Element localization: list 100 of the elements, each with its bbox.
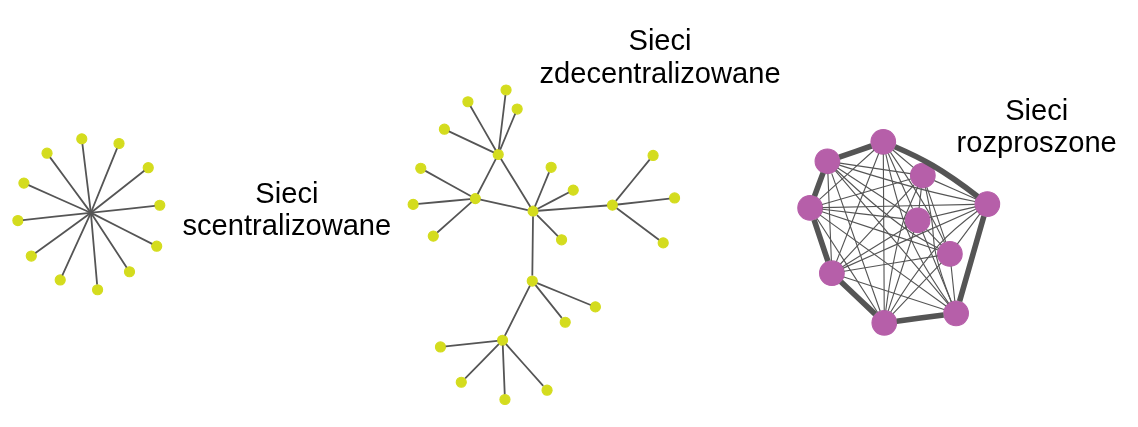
node-circle [657,237,669,249]
node-circle [819,260,845,287]
connector [956,215,987,302]
node-circle [415,162,427,174]
node-circle [113,137,125,150]
connector [811,218,831,263]
connector [837,167,908,214]
connector [839,162,911,175]
connector [839,184,915,265]
connector [811,171,826,198]
connector [500,158,532,208]
connector [831,172,881,312]
connector [885,186,919,311]
connector [476,158,497,195]
connector [424,169,472,197]
connector [889,151,946,244]
connector [838,143,873,160]
node-circle [91,284,104,296]
node-circle [904,207,931,234]
connector [843,255,939,272]
connector [835,153,880,262]
connector [501,344,506,395]
connector [896,312,944,324]
node-circle [12,215,24,227]
node-circle [151,240,163,252]
node-circle [25,250,37,262]
node-circle [492,148,504,161]
connector [838,164,976,203]
connector [537,204,608,212]
node-circle [154,199,166,211]
node-circle [567,184,579,196]
connector [531,215,534,277]
node-circle [54,274,66,286]
connector [536,282,592,306]
node-circle [797,195,823,221]
connector [921,231,952,303]
node-circle [668,192,681,204]
connector [929,206,976,219]
node-circle [647,149,659,162]
node-circle [462,96,474,108]
connector [497,94,507,151]
connector [464,343,500,380]
connector [499,112,517,151]
connector [821,208,906,220]
connector [882,153,885,311]
node-circle [123,266,136,278]
connector [842,208,977,269]
connector [887,231,915,312]
connector [822,203,976,209]
node-circle [937,241,963,267]
connector [892,149,914,168]
node-circle [469,193,481,205]
connector [615,207,660,241]
connector [479,198,529,211]
node-circle [407,198,419,210]
connector [839,279,878,317]
connector [893,144,980,199]
connector [417,198,471,205]
connector [892,262,942,315]
connector [448,130,495,154]
node-circle [526,275,538,287]
connector [504,284,531,337]
node-circle [434,341,447,353]
connector [835,169,940,249]
connector [536,214,559,237]
node-circle [527,205,539,217]
node-circle [76,133,88,145]
label: Sieci scentralizowane [182,176,392,242]
node-circle [545,161,557,173]
node-circle [427,230,439,242]
label: Sieci rozproszone [956,93,1117,159]
connector [933,180,977,200]
node-circle [455,376,467,388]
connector [918,187,922,209]
connector [616,197,671,206]
node-circle [500,84,512,96]
node-circle [589,301,601,313]
connector [926,186,947,243]
node-circle [909,162,936,189]
connector [469,105,497,151]
node-circle [438,123,450,135]
node-circle [499,393,511,406]
connector [819,149,875,200]
connector [890,210,978,313]
connector [956,213,981,245]
connector [436,201,473,234]
connector [827,173,832,262]
node-point [89,211,93,215]
connector [843,276,945,311]
node-circle [943,300,969,327]
connector [505,343,545,387]
node-circle [814,148,841,175]
connector [885,153,950,304]
connector [816,217,879,313]
node-circle [41,147,53,159]
node-circle [871,309,898,336]
connector [887,152,914,210]
connector [925,228,942,246]
node-circle [541,384,553,396]
connector [841,226,908,268]
